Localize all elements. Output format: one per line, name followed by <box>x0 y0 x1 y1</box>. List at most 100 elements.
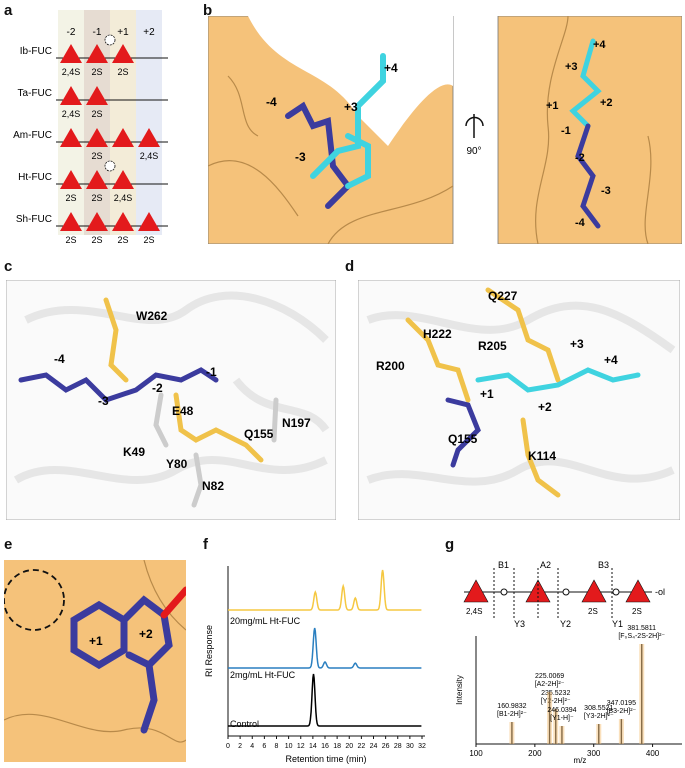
fragment-label: A2 <box>540 560 551 570</box>
subsite-label: +3 <box>570 337 584 351</box>
peak-mz-label: 246.0394 <box>547 707 576 714</box>
surface-contours-right <box>535 16 652 244</box>
subsite-label: +4 <box>384 61 398 75</box>
position-label: +2 <box>143 27 155 38</box>
peak-mz-label: 308.5521 <box>584 705 613 712</box>
subsite-label: +4 <box>593 39 606 51</box>
peak-mz-label: 381.5811 <box>627 625 656 632</box>
sulfation-label: 2,4S <box>140 151 159 161</box>
y-axis-label: RI Response <box>204 625 214 677</box>
x-tick-label: 18 <box>333 743 341 750</box>
series-label: 20mg/mL Ht-FUC <box>230 616 301 626</box>
fucose-triangle <box>86 86 108 105</box>
ribbon-background <box>13 291 330 484</box>
fucose-triangle <box>463 579 489 603</box>
residue-label: E48 <box>172 404 194 418</box>
panel-label-e: e <box>4 536 13 553</box>
subsite-label: -3 <box>98 394 109 408</box>
panel-d-structure: Q227 H222 R205 +3 +4 R200 +1 +2 Q155 K11… <box>358 280 680 520</box>
residue-label: N197 <box>282 416 311 430</box>
residue-label: N82 <box>202 479 224 493</box>
x-tick-label: 12 <box>297 743 305 750</box>
surface-contours <box>208 75 454 244</box>
glycosidic-oxygen <box>562 588 570 596</box>
peak-highlight <box>553 709 559 744</box>
fucose-triangle <box>60 86 82 105</box>
peak-ion-label: [A2-2H]²⁻ <box>535 681 565 688</box>
x-tick-label: 300 <box>587 749 601 758</box>
residue-label: K114 <box>528 449 556 463</box>
panel-e-structure: +1 +2 <box>4 560 186 762</box>
ms-peaks: 381.5811[F₀S₄-2S-2H]²⁻235.5232[Y2-2H]²⁻2… <box>497 625 665 744</box>
sulfation-label: 2,4S <box>62 109 81 119</box>
x-tick-label: 6 <box>262 743 266 750</box>
empty-pocket-circle <box>4 569 65 631</box>
panel-label-b: b <box>203 2 213 19</box>
peak-mz-label: 347.0195 <box>607 700 636 707</box>
subsite-label: +2 <box>139 627 153 641</box>
sulfation-label: 2S <box>91 193 102 203</box>
peak-mz-label: 160.9832 <box>497 703 526 710</box>
fucose-triangle <box>86 128 108 147</box>
y-axis-label: Intensity <box>455 675 464 705</box>
peak-highlight <box>596 724 602 744</box>
subsite-label: -1 <box>561 125 571 137</box>
reducing-end-label: -ol <box>655 587 665 597</box>
cleavage-site-icon <box>104 34 116 46</box>
x-tick-label: 10 <box>285 743 293 750</box>
peak-highlight <box>509 722 515 744</box>
sulfation-label: 2S <box>91 67 102 77</box>
peak-ion-label: [Y3-2H]²⁻ <box>584 713 614 720</box>
fucose-triangle <box>112 170 134 189</box>
residue-label: Y80 <box>166 457 188 471</box>
fucose-triangle <box>581 579 607 603</box>
peak-ion-label: [Y2-2H]²⁻ <box>541 698 571 705</box>
ligand-sticks-right <box>569 38 602 229</box>
peak-ion-label: [Y1-H]⁻ <box>550 715 574 722</box>
fucose-triangle <box>60 212 82 231</box>
x-axis-label: m/z <box>574 756 587 765</box>
cleavage-site-icon <box>104 160 116 172</box>
fragment-label: Y1 <box>612 619 623 629</box>
x-tick-label: 0 <box>226 743 230 750</box>
ligand-sticks-c <box>18 297 279 508</box>
fucose-triangle <box>138 128 160 147</box>
residue-label: Q155 <box>448 432 478 446</box>
sulfation-label: 2S <box>117 67 128 77</box>
subsite-label: +3 <box>344 100 358 114</box>
subsite-label: +1 <box>480 387 494 401</box>
x-tick-label: 28 <box>394 743 402 750</box>
x-tick-label: 200 <box>528 749 542 758</box>
sulfation-label: 2S <box>632 607 642 616</box>
x-tick-label: 14 <box>309 743 317 750</box>
sulfation-label: 2,4S <box>62 67 81 77</box>
sulfation-label: 2S <box>65 193 76 203</box>
subsite-label: +4 <box>604 353 618 367</box>
subsite-label: -1 <box>206 365 217 379</box>
series-label: 2mg/mL Ht-FUC <box>230 670 296 680</box>
ribbon-background <box>366 301 676 486</box>
fucose-triangle <box>86 170 108 189</box>
position-label: +1 <box>117 27 129 38</box>
fucose-triangle <box>625 579 651 603</box>
glycosidic-oxygen <box>500 588 508 596</box>
surface-contours-e <box>4 560 186 743</box>
subsite-label: -3 <box>601 185 611 197</box>
peak-ion-label: [F₀S₄-2S-2H]²⁻ <box>618 633 665 640</box>
enzyme-name: Sh-FUC <box>16 214 52 225</box>
fucose-triangle <box>112 128 134 147</box>
chromatogram-traces <box>228 569 422 727</box>
x-tick-label: 400 <box>646 749 660 758</box>
chromatogram-line <box>228 627 422 669</box>
fucose-triangle <box>86 212 108 231</box>
residue-label: R205 <box>478 339 507 353</box>
subsite-label: -2 <box>152 381 163 395</box>
subsite-label: -2 <box>575 152 585 164</box>
sulfation-label: 2S <box>143 235 154 245</box>
ligand-sticks-d <box>405 287 641 498</box>
residue-label: Q227 <box>488 289 518 303</box>
panel-label-f: f <box>203 536 208 553</box>
